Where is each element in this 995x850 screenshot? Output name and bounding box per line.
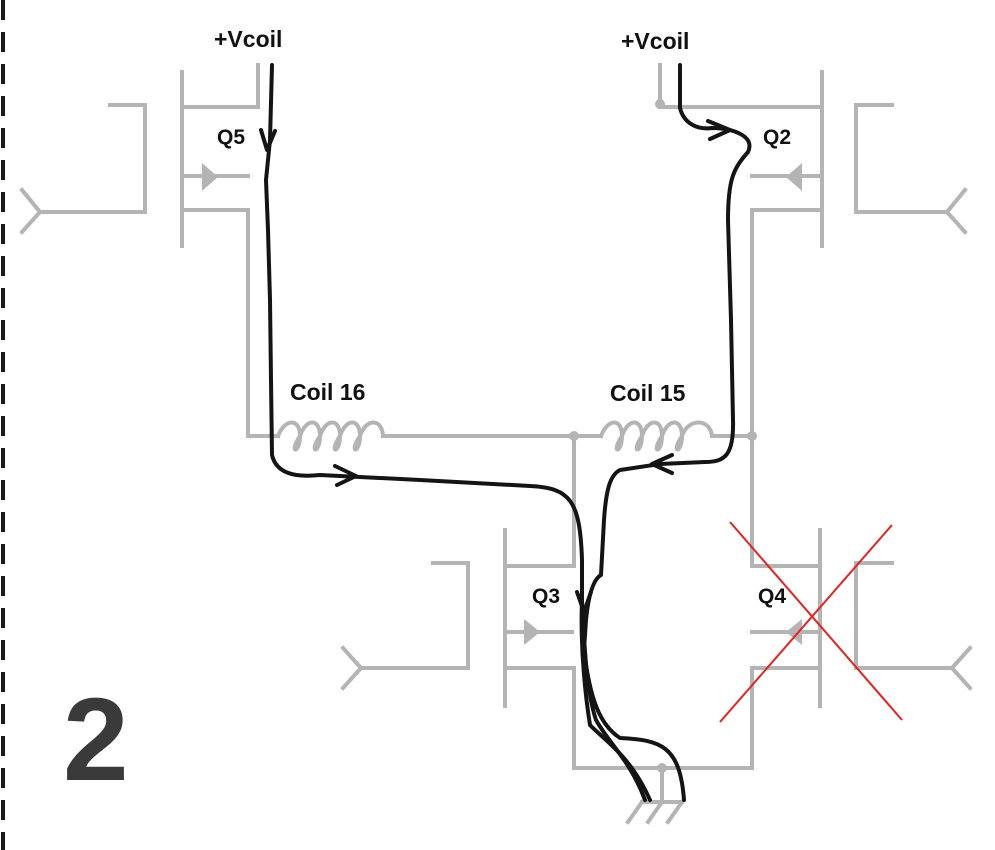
supply-label-right: +Vcoil	[621, 28, 689, 54]
coil-16-symbol	[275, 420, 386, 452]
arrow-down-q5	[259, 128, 277, 152]
circuit-wiring	[19, 63, 973, 825]
arrow-down-q3	[575, 590, 593, 614]
step-number: 2	[63, 674, 129, 806]
q3-body-arrow	[524, 619, 540, 645]
q3-label: Q3	[532, 585, 560, 608]
q4-label: Q4	[758, 585, 786, 608]
ground-symbol	[625, 763, 685, 825]
coil-15-symbol	[598, 420, 715, 452]
supply-label-left: +Vcoil	[214, 26, 282, 52]
q4-body-arrow	[786, 619, 802, 645]
q2-body-arrow	[786, 163, 802, 191]
transistor-q4	[750, 434, 973, 770]
q5-body-arrow	[202, 163, 218, 191]
transistor-q2	[655, 63, 968, 438]
arrow-right-q2	[706, 119, 732, 141]
arrow-left-coil15	[650, 453, 674, 475]
disabled-cross-q4	[719, 521, 903, 723]
coil-15-label: Coil 15	[610, 380, 686, 406]
current-path-left	[259, 63, 652, 802]
transistor-q5	[19, 63, 260, 438]
coil-16-label: Coil 16	[290, 379, 365, 405]
q2-label: Q2	[763, 126, 791, 149]
q5-label: Q5	[217, 126, 245, 149]
current-path-right	[575, 63, 752, 802]
arrow-right-coil16	[333, 464, 358, 487]
transistor-q3	[340, 434, 754, 770]
